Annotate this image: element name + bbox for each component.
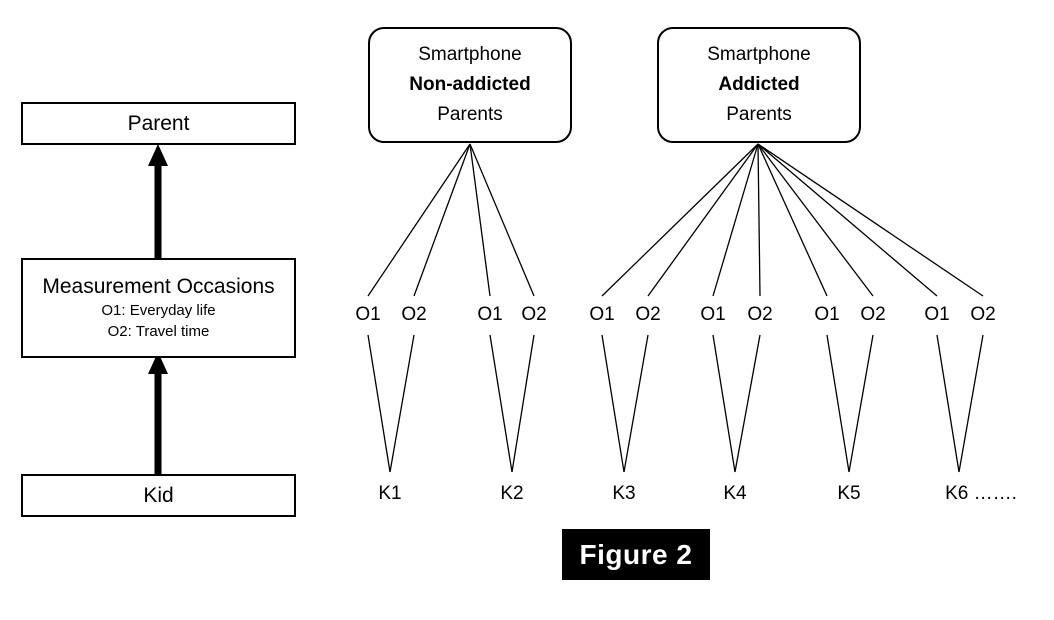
figure-caption: Figure 2 bbox=[562, 529, 710, 580]
occasion-node-2: O2 bbox=[401, 304, 427, 325]
occasion-definition-o1: O1: Everyday life bbox=[101, 302, 216, 319]
group-non-addicted-line3: Parents bbox=[437, 104, 503, 125]
group-addicted-line2: Addicted bbox=[718, 74, 800, 95]
occasion-node-8: O2 bbox=[747, 304, 773, 325]
occasion-node-11: O1 bbox=[924, 304, 950, 325]
occasion-node-3: O1 bbox=[477, 304, 503, 325]
occasion-node-10: O2 bbox=[860, 304, 886, 325]
group-addicted-parents: Smartphone Addicted Parents bbox=[657, 27, 861, 143]
occasion-to-kid-vees bbox=[367, 334, 984, 473]
occasion-node-12: O2 bbox=[970, 304, 996, 325]
occasion-node-9: O1 bbox=[814, 304, 840, 325]
parent-box-title: Parent bbox=[127, 111, 190, 135]
left-panel-arrows bbox=[148, 144, 168, 474]
kid-node-k1: K1 bbox=[378, 483, 402, 504]
measurement-occasions-box: Measurement Occasions O1: Everyday life … bbox=[21, 258, 296, 358]
measurement-occasions-title: Measurement Occasions bbox=[42, 275, 275, 298]
kid-node-k4: K4 bbox=[723, 483, 747, 504]
parent-box: Parent bbox=[21, 102, 296, 145]
occasion-node-5: O1 bbox=[589, 304, 615, 325]
kid-node-k5: K5 bbox=[837, 483, 861, 504]
occasions-to-parent-arrow bbox=[148, 144, 168, 258]
occasion-node-4: O2 bbox=[521, 304, 547, 325]
occasion-node-6: O2 bbox=[635, 304, 661, 325]
group-addicted-line3: Parents bbox=[726, 104, 792, 125]
kid-box: Kid bbox=[21, 474, 296, 517]
group-non-addicted-line1: Smartphone bbox=[418, 44, 522, 65]
occasion-node-7: O1 bbox=[700, 304, 726, 325]
non-addicted-fan-lines bbox=[367, 143, 535, 297]
occasion-node-1: O1 bbox=[355, 304, 381, 325]
addicted-fan-lines bbox=[601, 143, 984, 297]
group-addicted-line1: Smartphone bbox=[707, 44, 811, 65]
group-non-addicted-line2: Non-addicted bbox=[409, 74, 531, 95]
kid-to-occasions-arrow bbox=[148, 352, 168, 474]
kid-node-k6: K6 ……. bbox=[945, 483, 1017, 504]
group-non-addicted-parents: Smartphone Non-addicted Parents bbox=[368, 27, 572, 143]
kid-node-k2: K2 bbox=[500, 483, 524, 504]
kid-box-title: Kid bbox=[143, 483, 174, 507]
kid-node-k3: K3 bbox=[612, 483, 636, 504]
occasion-definition-o2: O2: Travel time bbox=[107, 323, 210, 340]
